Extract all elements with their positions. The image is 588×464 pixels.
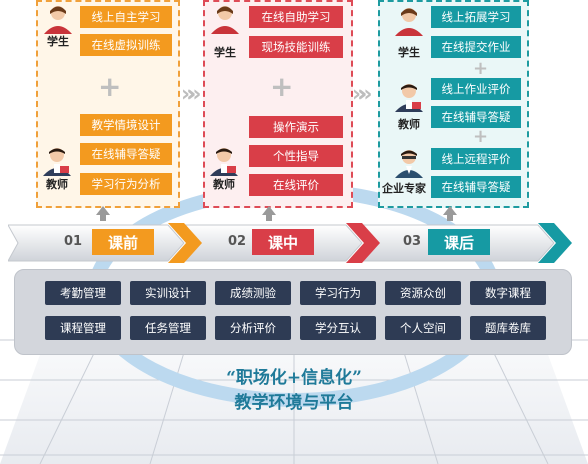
- post-teacher-role: 教师: [398, 118, 420, 131]
- in-teacher-item-2: 个性指导: [249, 145, 343, 167]
- stage-1-number: 01: [64, 234, 83, 249]
- up-arrow-stem: [266, 215, 272, 221]
- chevron-right-icon: »»: [181, 82, 202, 107]
- in-teacher-role: 教师: [213, 178, 235, 191]
- in-student-item-1: 在线自助学习: [249, 6, 343, 28]
- module-row2-5: 个人空间: [385, 316, 461, 340]
- plus-icon: +: [270, 70, 294, 103]
- post-teacher-item-1: 线上作业评价: [431, 78, 521, 100]
- in-student-item-2: 现场技能训练: [249, 36, 343, 58]
- up-arrow-icon: [443, 206, 457, 215]
- chevron-right-icon: »»: [352, 82, 373, 107]
- pre-student-role: 学生: [47, 35, 69, 48]
- post-student-role: 学生: [398, 46, 420, 59]
- student-icon: [395, 8, 423, 36]
- module-row1-6: 数字课程: [470, 281, 546, 305]
- module-row1-1: 考勤管理: [45, 281, 121, 305]
- stage-3-label: 课后: [428, 229, 490, 255]
- post-expert-item-1: 线上远程评价: [431, 148, 521, 170]
- expert-icon: [395, 150, 423, 178]
- pre-teacher-item-1: 教学情境设计: [80, 114, 172, 136]
- module-row2-3: 分析评价: [215, 316, 291, 340]
- slogan-line-1: “职场化+信息化”: [226, 368, 362, 388]
- pre-student-item-2: 在线虚拟训练: [80, 34, 172, 56]
- up-arrow-icon: [96, 206, 110, 215]
- pre-teacher-item-3: 学习行为分析: [80, 173, 172, 195]
- post-expert-role: 企业专家: [382, 182, 426, 195]
- module-row1-4: 学习行为: [300, 281, 376, 305]
- stage-1-label: 课前: [92, 229, 154, 255]
- plus-icon: +: [473, 58, 489, 79]
- module-row1-3: 成绩测验: [215, 281, 291, 305]
- module-row1-5: 资源众创: [385, 281, 461, 305]
- post-teacher-item-2: 在线辅导答疑: [431, 106, 521, 128]
- module-row2-4: 学分互认: [300, 316, 376, 340]
- student-icon: [211, 6, 239, 34]
- up-arrow-stem: [100, 215, 106, 221]
- module-row1-2: 实训设计: [130, 281, 206, 305]
- post-student-item-2: 在线提交作业: [431, 36, 521, 58]
- plus-icon: +: [473, 126, 489, 147]
- teacher-icon: [210, 148, 238, 176]
- stage-3-number: 03: [403, 234, 422, 249]
- stage-2-label: 课中: [252, 229, 314, 255]
- up-arrow-stem: [447, 215, 453, 221]
- slogan-line-2: 教学环境与平台: [234, 393, 354, 413]
- up-arrow-icon: [262, 206, 276, 215]
- teacher-icon: [395, 84, 423, 112]
- pre-student-item-1: 线上自主学习: [80, 6, 172, 28]
- student-icon: [44, 6, 72, 34]
- teacher-icon: [43, 148, 71, 176]
- in-teacher-item-3: 在线评价: [249, 174, 343, 196]
- module-row2-6: 题库卷库: [470, 316, 546, 340]
- module-row2-2: 任务管理: [130, 316, 206, 340]
- in-teacher-item-1: 操作演示: [249, 116, 343, 138]
- plus-icon: +: [98, 70, 122, 103]
- pre-teacher-role: 教师: [46, 178, 68, 191]
- post-student-item-1: 线上拓展学习: [431, 6, 521, 28]
- pre-teacher-item-2: 在线辅导答疑: [80, 143, 172, 165]
- post-expert-item-2: 在线辅导答疑: [431, 176, 521, 198]
- stage-2-number: 02: [228, 234, 247, 249]
- in-student-role: 学生: [214, 46, 236, 59]
- module-row2-1: 课程管理: [45, 316, 121, 340]
